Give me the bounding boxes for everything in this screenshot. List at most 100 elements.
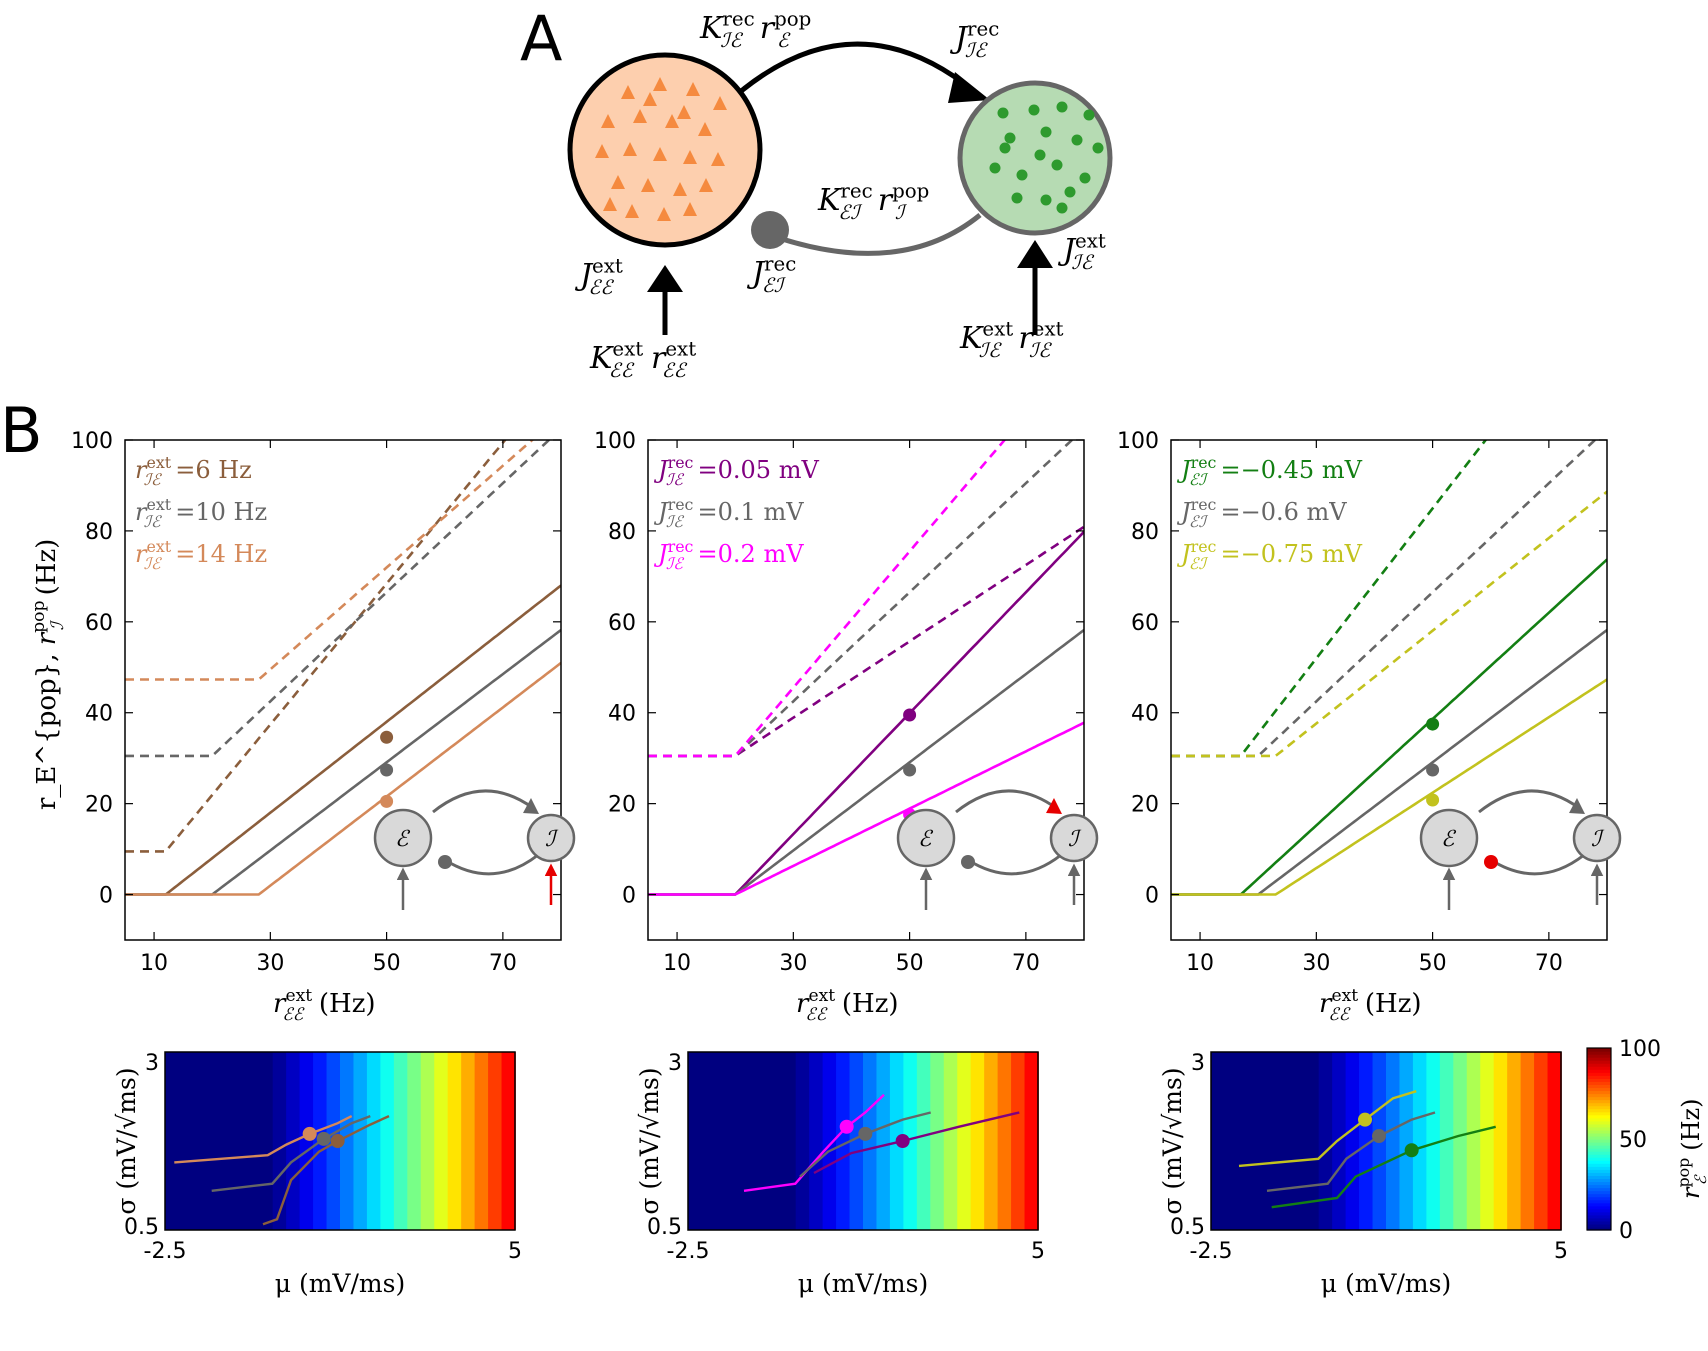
heat-cell: [353, 1052, 368, 1230]
series-2-marker: [380, 794, 394, 808]
colorbar-step: [1587, 1208, 1611, 1213]
edge-i-to-e: [769, 213, 982, 256]
heat-cell: [1399, 1052, 1414, 1230]
excitatory-neuron-4: [601, 114, 615, 128]
heat-cell: [178, 1052, 193, 1230]
colorbar-step: [1587, 1102, 1611, 1107]
heat-cell: [1534, 1052, 1549, 1230]
excitatory-neuron-7: [698, 122, 712, 136]
y-tick-label: 20: [85, 793, 113, 818]
inset-node-e-label: ℰ: [1441, 827, 1457, 852]
colorbar-step: [1587, 1078, 1611, 1082]
heat-cell: [1224, 1052, 1239, 1230]
inset-edge-e-to-i-head: [1569, 798, 1585, 814]
inset-node-i: [526, 813, 576, 863]
series-2-inhibitory-rate: [125, 440, 535, 681]
trajectory-2-marker: [895, 1134, 910, 1148]
colorbar-step: [1587, 1214, 1611, 1219]
heat-cell: [1507, 1052, 1522, 1230]
inset-edge-i-to-e-head: [1484, 855, 1498, 869]
heat-cell: [1493, 1052, 1508, 1230]
inhibitory-neuron-15: [999, 142, 1011, 154]
y-axis-label: σ (mV/√ms): [112, 1067, 141, 1214]
heat-cell: [420, 1052, 436, 1230]
colorbar-step: [1587, 1175, 1611, 1180]
inset-edge-e-to-i-head: [1046, 798, 1062, 814]
inset-edge-i-to-e-head: [961, 855, 975, 869]
heat-cell: [849, 1052, 864, 1230]
plot-area: [125, 440, 561, 896]
x-tick-label: 70: [1012, 951, 1040, 976]
heat-cell: [714, 1052, 730, 1230]
trajectory-0-marker: [839, 1119, 854, 1134]
heat-cell: [474, 1052, 489, 1230]
trajectory-1-marker: [1372, 1129, 1386, 1144]
y-tick-label: 80: [608, 520, 636, 545]
y-tick-label: 100: [594, 429, 636, 454]
colorbar-step: [1587, 1135, 1611, 1140]
colorbar-step: [1587, 1166, 1611, 1170]
colorbar-step: [1587, 1117, 1611, 1122]
colorbar-step: [1587, 1072, 1611, 1076]
inset-node-e: [896, 808, 956, 868]
y-tick-label: 0.5: [1170, 1215, 1205, 1240]
y-tick-label: 100: [1117, 429, 1159, 454]
heat-frame: [687, 1051, 1039, 1231]
heat-cell: [822, 1052, 837, 1230]
inhibitory-neuron-5: [1040, 126, 1052, 138]
inhibitory-neuron-17: [1056, 202, 1068, 214]
heat-cell: [259, 1052, 274, 1230]
heat-cell: [1386, 1052, 1401, 1230]
inhibitory-neuron-6: [1071, 134, 1083, 146]
colorbar-step: [1587, 1048, 1611, 1052]
y-tick-label: 80: [1131, 520, 1159, 545]
colorbar-step: [1587, 1193, 1611, 1198]
colorbar-step: [1587, 1087, 1611, 1092]
heat-cell: [836, 1052, 851, 1230]
inhibitory-neuron-14: [1064, 186, 1076, 198]
x-tick-label: 30: [1302, 951, 1330, 976]
heat-cell: [1439, 1052, 1455, 1230]
heat-cell: [1318, 1052, 1333, 1230]
y-axis-label: σ (mV/√ms): [1158, 1067, 1187, 1214]
inhibitory-neuron-0: [997, 107, 1009, 119]
colorbar-step: [1587, 1172, 1611, 1176]
colorbar-step: [1587, 1160, 1611, 1164]
colorbar-step: [1587, 1202, 1611, 1207]
excitatory-neuron-12: [711, 152, 725, 166]
series-0-excitatory-rate: [125, 584, 561, 896]
colorbar-step: [1587, 1211, 1611, 1216]
inhibitory-neuron-7: [1092, 142, 1104, 154]
heat-cell: [1359, 1052, 1374, 1230]
inset-edge-e-to-i: [955, 789, 1057, 814]
heat-cell: [1024, 1052, 1039, 1230]
y-tick-label: 3: [1191, 1051, 1205, 1076]
heat-cell: [165, 1052, 180, 1230]
heat-cell: [501, 1052, 516, 1230]
excitatory-neuron-14: [641, 178, 655, 192]
heat-cell: [1426, 1052, 1441, 1230]
heat-cell: [434, 1052, 449, 1230]
colorbar-step: [1587, 1096, 1611, 1101]
y-tick-label: 0: [622, 884, 636, 909]
inhibitory-neuron-10: [1051, 159, 1063, 171]
x-tick-label: 10: [663, 951, 691, 976]
y-tick-label: 40: [608, 702, 636, 727]
inset-node-i: [1049, 813, 1099, 863]
heat-cell: [1332, 1052, 1347, 1230]
inhibitory-neuron-3: [1083, 109, 1095, 121]
colorbar-step: [1587, 1217, 1611, 1222]
trajectory-1: [1266, 1111, 1436, 1192]
